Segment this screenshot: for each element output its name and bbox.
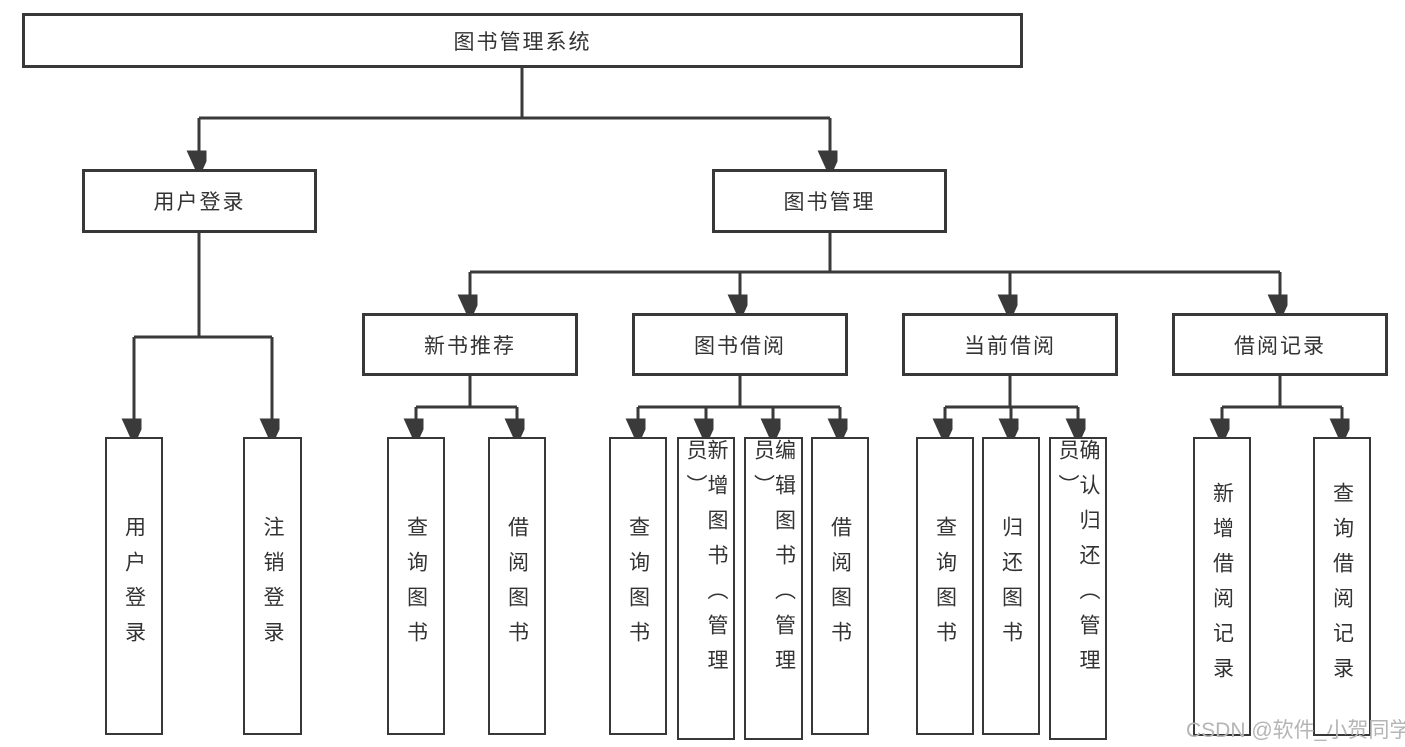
node-rec-borrow-book-label: 借阅图书 — [505, 516, 529, 656]
node-current-borrow-label: 当前借阅 — [964, 334, 1056, 358]
node-bb-edit-book-admin-label: 编辑图书（管理员） — [751, 439, 796, 684]
node-borrow-records-label: 借阅记录 — [1234, 334, 1326, 358]
node-book-borrow-label: 图书借阅 — [694, 334, 786, 358]
node-book-management: 图书管理 — [712, 169, 947, 233]
node-cb-return-book: 归还图书 — [982, 437, 1040, 735]
node-rec-query-book-label: 查询图书 — [404, 516, 428, 656]
node-root-label: 图书管理系统 — [453, 30, 592, 54]
node-rec-borrow-book: 借阅图书 — [488, 437, 546, 735]
node-user-login: 用户登录 — [105, 437, 163, 735]
node-cb-query-book: 查询图书 — [916, 437, 974, 735]
node-bb-query-book: 查询图书 — [609, 437, 667, 735]
node-rec-query-book: 查询图书 — [387, 437, 445, 735]
node-user-login-group-label: 用户登录 — [153, 191, 246, 214]
node-br-add-record-label: 新增借阅记录 — [1210, 481, 1234, 692]
node-user-login-group: 用户登录 — [82, 169, 317, 233]
node-book-management-label: 图书管理 — [783, 191, 876, 214]
node-cb-query-book-label: 查询图书 — [933, 516, 957, 656]
node-new-book-recommend-label: 新书推荐 — [424, 334, 516, 358]
node-root: 图书管理系统 — [22, 13, 1023, 68]
node-bb-query-book-label: 查询图书 — [626, 516, 650, 656]
node-cb-confirm-return-admin-label: 确认归还（管理员） — [1056, 439, 1100, 684]
node-cb-return-book-label: 归还图书 — [999, 516, 1023, 656]
node-bb-add-book-admin: 新增图书（管理员） — [677, 437, 735, 740]
node-user-login-label: 用户登录 — [122, 516, 146, 656]
node-logout-label: 注销登录 — [261, 516, 284, 656]
node-cb-confirm-return-admin: 确认归还（管理员） — [1049, 437, 1107, 740]
node-br-query-record: 查询借阅记录 — [1313, 437, 1371, 736]
node-book-borrow: 图书借阅 — [632, 313, 848, 376]
node-current-borrow: 当前借阅 — [902, 313, 1118, 376]
node-new-book-recommend: 新书推荐 — [362, 313, 578, 376]
csdn-watermark: CSDN @软件_小贺同学 — [1186, 719, 1405, 742]
node-bb-borrow-book: 借阅图书 — [811, 437, 869, 735]
node-logout: 注销登录 — [243, 437, 302, 735]
node-br-query-record-label: 查询借阅记录 — [1330, 481, 1354, 692]
node-bb-edit-book-admin: 编辑图书（管理员） — [744, 437, 803, 740]
node-bb-borrow-book-label: 借阅图书 — [828, 516, 852, 656]
node-br-add-record: 新增借阅记录 — [1193, 437, 1251, 736]
node-bb-add-book-admin-label: 新增图书（管理员） — [684, 439, 728, 684]
node-borrow-records: 借阅记录 — [1172, 313, 1388, 376]
